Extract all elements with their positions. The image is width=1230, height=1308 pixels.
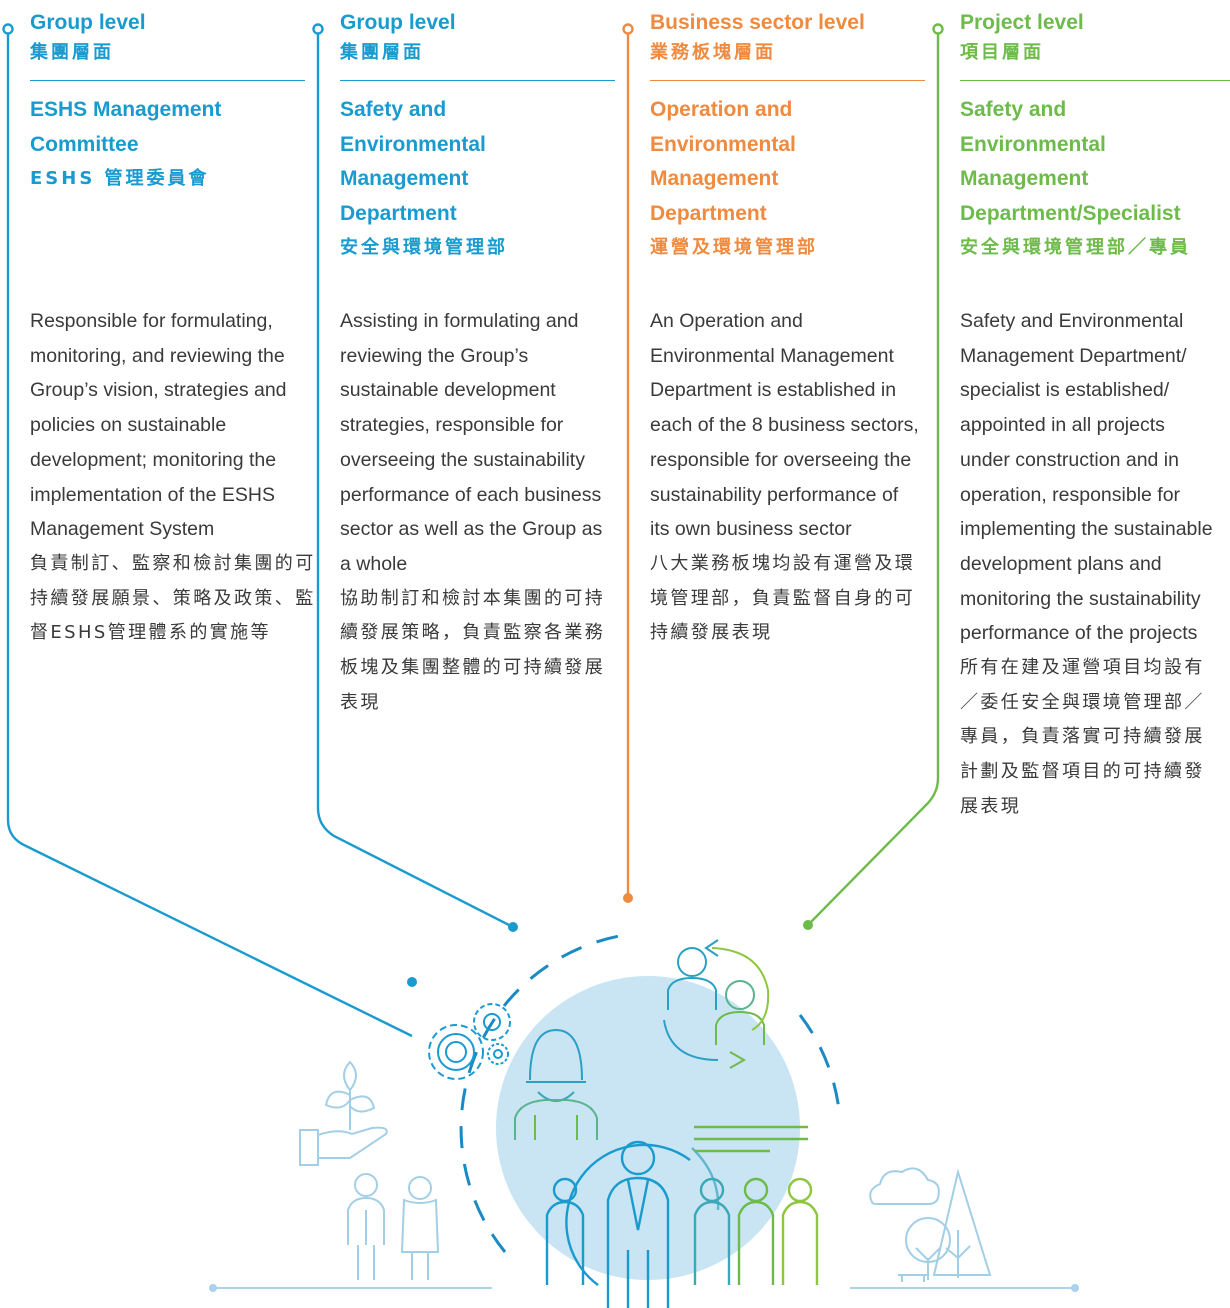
level-label: Group level [30,11,146,34]
divider [650,80,925,81]
department-name-zh: 安全與環境管理部／專員 [960,237,1191,258]
description-zh: 負責制訂、監察和檢討集團的可持續發展願景、策略及政策、監督ESHS管理體系的實施… [30,552,316,644]
divider [960,80,1230,81]
column-group-level-sem: Group level 集團層面 Safety and Environmenta… [340,8,615,713]
description: Safety and Environmental Management Depa… [960,304,1215,825]
description-en: Responsible for formulating, monitoring,… [30,310,287,541]
department-name: Safety and Environmental Management Depa… [960,98,1181,225]
description-zh: 所有在建及運營項目均設有／委任安全與環境管理部／專員，負責落實可持續發展計劃及監… [960,657,1205,817]
connector-project-level [807,23,944,926]
level-label-zh: 項目層面 [960,42,1044,63]
level-label-zh: 集團層面 [340,42,424,63]
level-label: Business sector level [650,11,865,34]
plant-hand-icon [299,1060,388,1166]
team-icon [545,1125,819,1308]
department-name-zh: ESHS 管理委員會 [30,168,210,189]
description-en: An Operation and Environmental Managemen… [650,310,919,541]
department-name-zh: 安全與環境管理部 [340,237,508,258]
connector-business-sector [622,23,634,897]
department-name: ESHS Management Committee [30,98,222,156]
column-business-sector-level: Business sector level 業務板塊層面 Operation a… [650,8,925,643]
description-en: Safety and Environmental Management Depa… [960,310,1213,645]
level-label-zh: 集團層面 [30,42,114,63]
department-name: Operation and Environmental Management D… [650,98,796,225]
people-rotation-icon [663,939,770,1069]
description: Responsible for formulating, monitoring,… [30,304,320,651]
description-en: Assisting in formulating and reviewing t… [340,310,603,575]
connector-group-level-2 [312,23,514,929]
column-project-level: Project level 項目層面 Safety and Environmen… [960,8,1230,817]
couple-icon [347,1173,440,1280]
divider [340,80,615,81]
gears-icon [428,1003,511,1080]
level-label: Group level [340,11,456,34]
worker-helmet-icon [514,1028,598,1140]
connector-group-level-1 [2,23,413,1038]
level-label: Project level [960,11,1084,34]
column-group-level-esc: Group level 集團層面 ESHS Management Committ… [30,8,313,643]
department-name: Safety and Environmental Management Depa… [340,98,486,225]
description: An Operation and Environmental Managemen… [650,304,920,651]
department-name-zh: 運營及環境管理部 [650,237,818,258]
level-label-zh: 業務板塊層面 [650,42,776,63]
divider [30,80,305,81]
cloud-trees-icon [869,1167,992,1282]
description-zh: 協助制訂和檢討本集團的可持續發展策略，負責監察各業務板塊及集團整體的可持續發展表… [340,587,606,713]
description: Assisting in formulating and reviewing t… [340,304,608,720]
dashed-arc [459,933,626,1253]
description-zh: 八大業務板塊均設有運營及環境管理部，負責監督自身的可持續發展表現 [650,552,916,644]
